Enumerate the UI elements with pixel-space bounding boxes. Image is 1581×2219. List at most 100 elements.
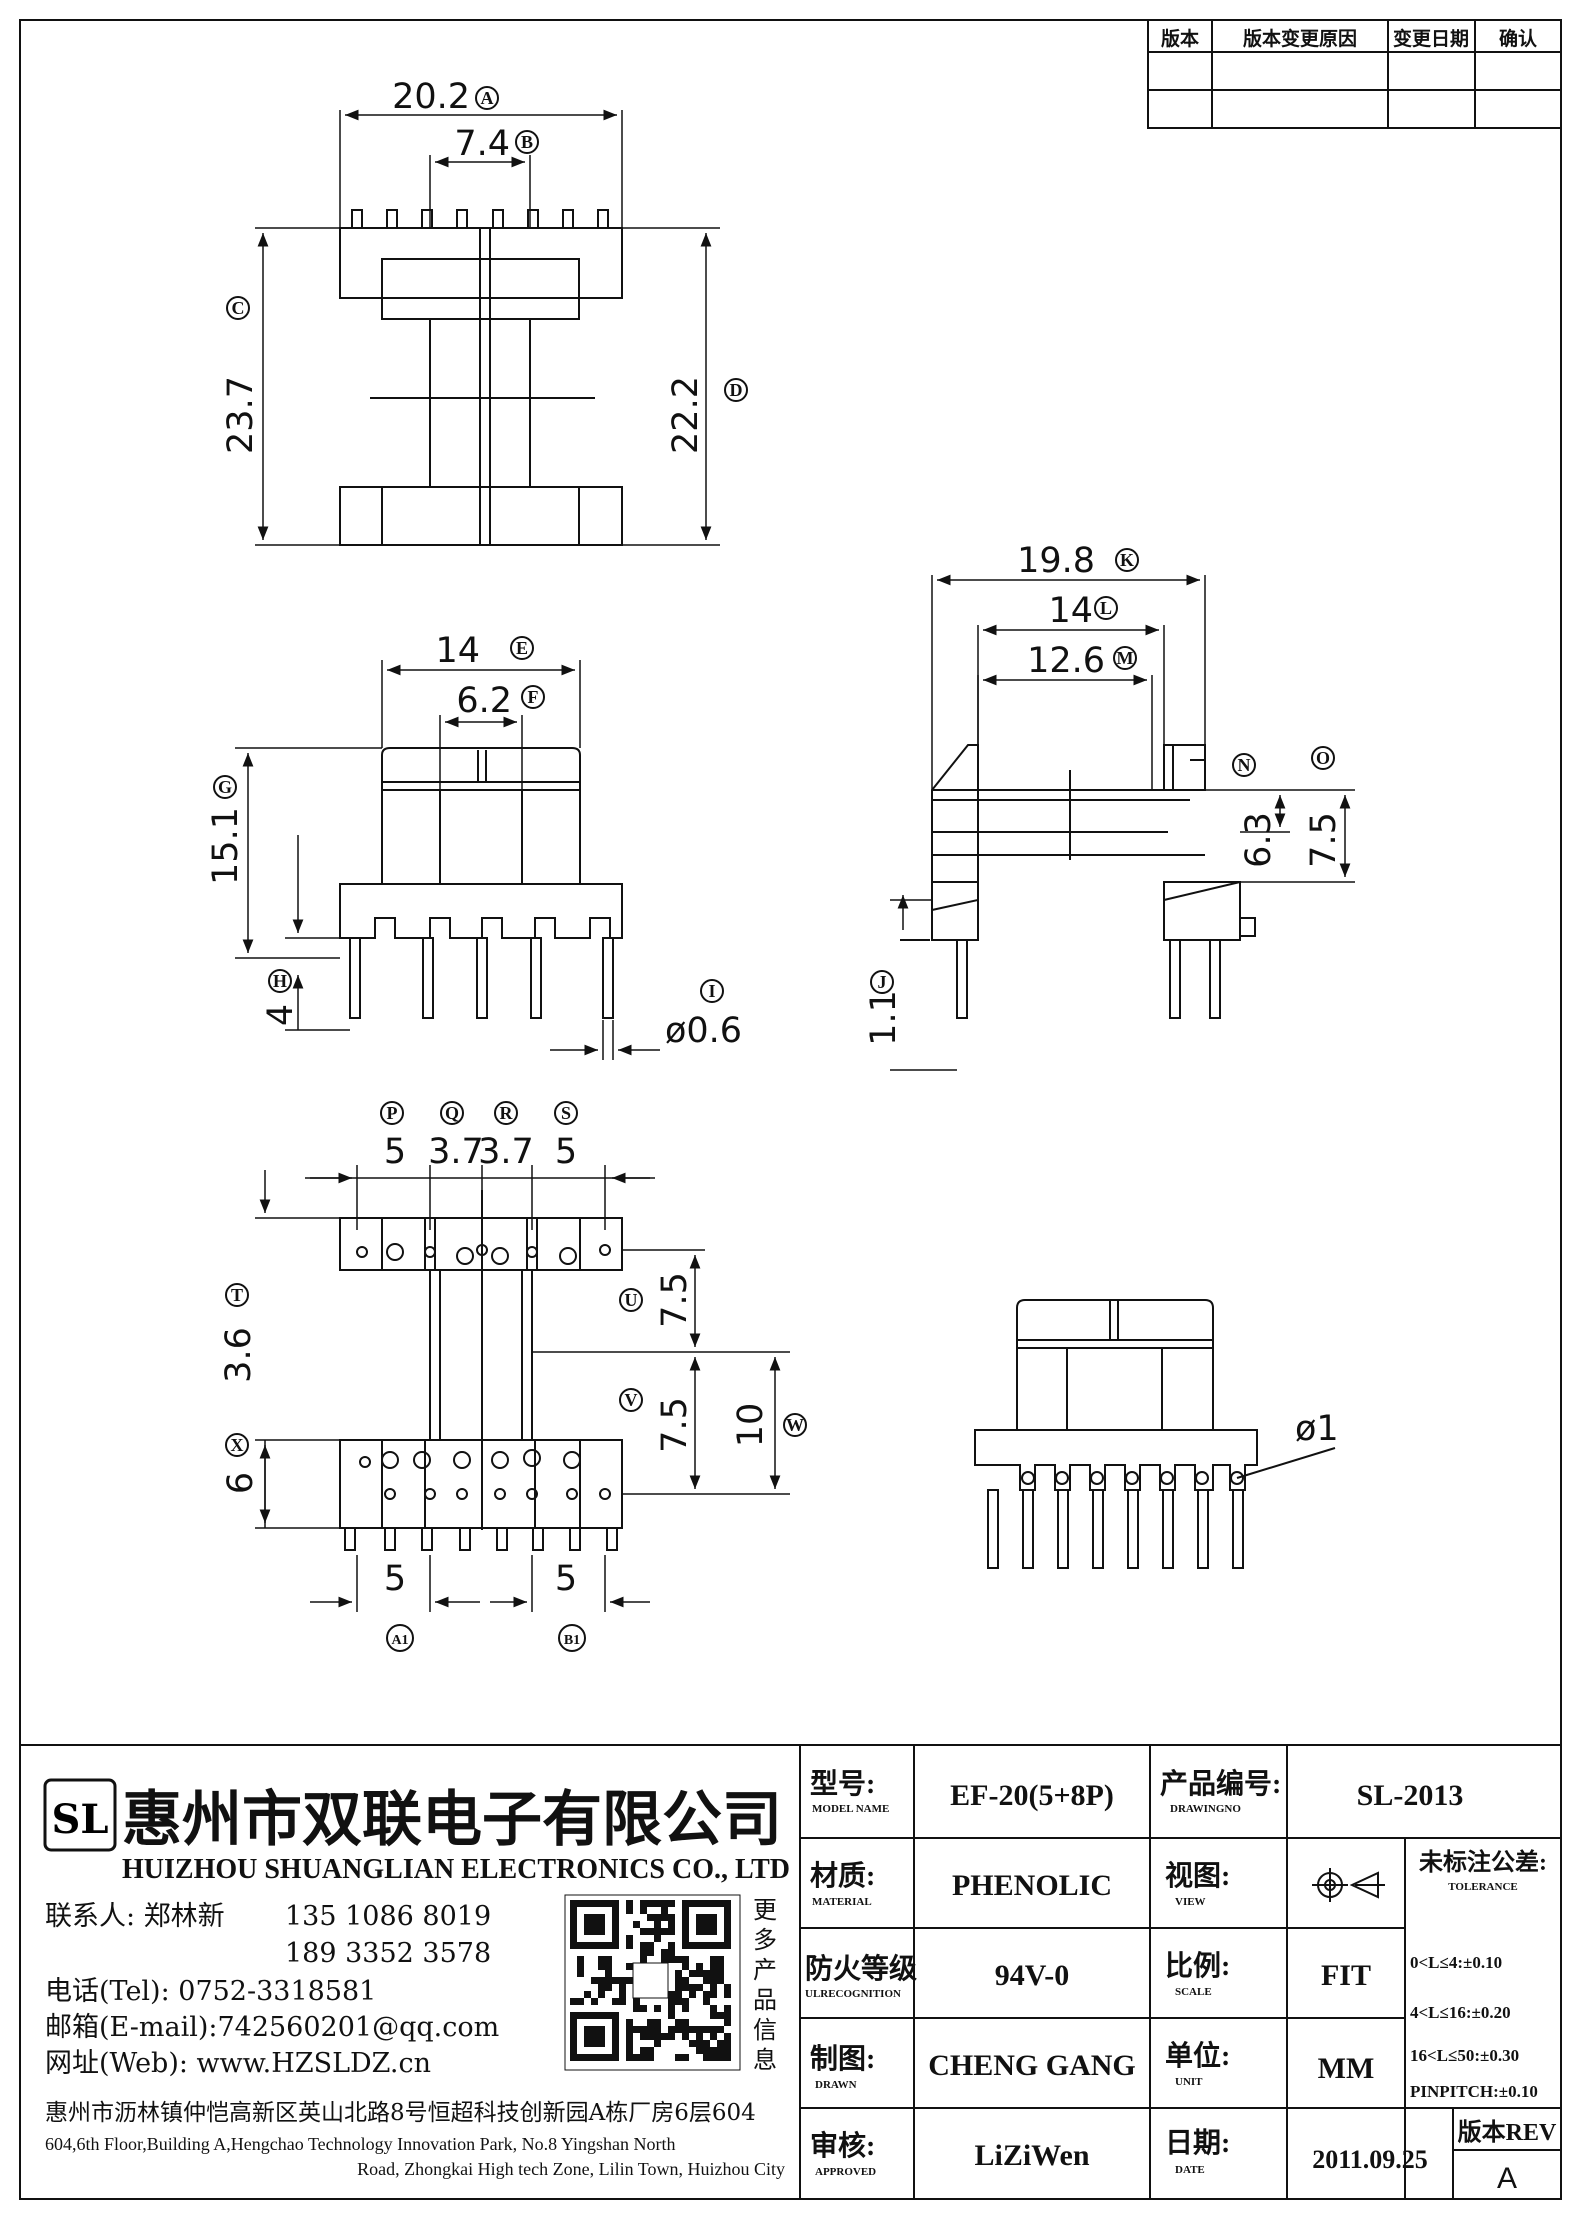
tolerance-2: 4<L≤16:±0.20 bbox=[1410, 2003, 1511, 2022]
contact-phone-2: 189 3352 3578 bbox=[285, 1938, 491, 1969]
marker-d: D bbox=[724, 378, 748, 402]
marker-v: V bbox=[619, 1388, 643, 1412]
dim-a: 20.2 bbox=[392, 77, 470, 117]
rev-header-date: 变更日期 bbox=[1393, 27, 1469, 50]
bottom-view bbox=[339, 1190, 623, 1551]
svg-text:X: X bbox=[231, 1435, 244, 1455]
tolerance-label-en: TOLERANCE bbox=[1448, 1881, 1517, 1893]
svg-text:B: B bbox=[521, 132, 533, 152]
drawing-no-label: 产品编号: bbox=[1160, 1767, 1281, 1800]
svg-text:W: W bbox=[786, 1415, 804, 1435]
approved-value: LiZiWen bbox=[974, 2139, 1089, 2172]
marker-p: P bbox=[380, 1101, 404, 1125]
svg-text:Q: Q bbox=[445, 1103, 459, 1123]
dim-i: ø0.6 bbox=[665, 1011, 742, 1051]
marker-q: Q bbox=[440, 1101, 464, 1125]
model-label: 型号: bbox=[810, 1768, 875, 1800]
scale-value: FIT bbox=[1321, 1959, 1371, 1992]
material-label-en: MATERIAL bbox=[812, 1896, 872, 1908]
date-label: 日期: bbox=[1165, 2127, 1230, 2159]
svg-text:N: N bbox=[1238, 755, 1251, 775]
svg-text:P: P bbox=[387, 1103, 398, 1123]
marker-i: I bbox=[700, 979, 724, 1003]
contact-web: 网址(Web): www.HZSLDZ.cn bbox=[45, 2048, 431, 2079]
scale-label: 比例: bbox=[1165, 1950, 1230, 1982]
tolerance-1: 0<L≤4:±0.10 bbox=[1410, 1953, 1502, 1972]
top-view-dims bbox=[255, 109, 720, 546]
company-logo: SL bbox=[43, 1778, 117, 1852]
rev-header-version: 版本 bbox=[1161, 27, 1199, 50]
scale-label-en: SCALE bbox=[1175, 1986, 1212, 1998]
marker-j: J bbox=[870, 970, 894, 994]
marker-h: H bbox=[268, 969, 292, 993]
fire-label: 防火等级 bbox=[805, 1952, 917, 1985]
dim-u: 7.5 bbox=[655, 1272, 695, 1328]
revision-table bbox=[1147, 19, 1562, 129]
dim-f: 6.2 bbox=[456, 681, 512, 721]
svg-text:多: 多 bbox=[753, 1926, 777, 1954]
bottom-view-dims bbox=[255, 1165, 790, 1612]
fire-value: 94V-0 bbox=[995, 1959, 1069, 1992]
dim-q: 3.7 bbox=[428, 1132, 484, 1172]
unit-value: MM bbox=[1318, 2052, 1375, 2085]
svg-text:S: S bbox=[561, 1103, 571, 1123]
svg-text:T: T bbox=[231, 1285, 243, 1305]
drawing-no-value: SL-2013 bbox=[1357, 1779, 1464, 1812]
marker-k: K bbox=[1115, 548, 1139, 572]
svg-text:F: F bbox=[528, 687, 539, 707]
svg-text:更: 更 bbox=[753, 1896, 777, 1924]
tolerance-4: PINPITCH:±0.10 bbox=[1410, 2082, 1538, 2101]
material-value: PHENOLIC bbox=[952, 1869, 1112, 1902]
address-cn: 惠州市沥林镇仲恺高新区英山北路8号恒超科技创新园A栋厂房6层604 bbox=[45, 2100, 756, 2126]
dim-g: 15.1 bbox=[206, 807, 246, 885]
rev-header-reason: 版本变更原因 bbox=[1243, 27, 1357, 50]
approved-label-en: APPROVED bbox=[815, 2166, 876, 2178]
model-value: EF-20(5+8P) bbox=[950, 1779, 1114, 1812]
dim-v: 7.5 bbox=[655, 1397, 695, 1453]
marker-f: F bbox=[521, 685, 545, 709]
svg-text:I: I bbox=[708, 981, 715, 1001]
dim-b: 7.4 bbox=[454, 124, 510, 164]
contact-tel: 电话(Tel): 0752-3318581 bbox=[45, 1976, 376, 2007]
marker-o: O bbox=[1311, 746, 1335, 770]
contact-label: 联系人: 郑林新 bbox=[45, 1901, 225, 1932]
qr-side-text: 更 多 产 品 信 息 bbox=[753, 1896, 777, 2074]
dim-h: 4 bbox=[261, 1004, 301, 1026]
marker-b: B bbox=[515, 130, 539, 154]
marker-w: W bbox=[783, 1413, 807, 1437]
dim-d: 22.2 bbox=[666, 376, 706, 454]
svg-text:M: M bbox=[1117, 648, 1134, 668]
rev-label: 版本REV bbox=[1458, 2119, 1557, 2146]
company-name-en: HUIZHOU SHUANGLIAN ELECTRONICS CO., LTD bbox=[122, 1854, 790, 1885]
marker-r: R bbox=[494, 1101, 518, 1125]
tolerance-label: 未标注公差: bbox=[1419, 1848, 1547, 1876]
marker-x: X bbox=[225, 1433, 249, 1457]
marker-m: M bbox=[1113, 646, 1137, 670]
dim-w: 10 bbox=[731, 1403, 771, 1448]
drawing-no-label-en: DRAWINGNO bbox=[1170, 1803, 1241, 1815]
dim-e: 14 bbox=[435, 631, 480, 671]
marker-b1: B1 bbox=[558, 1624, 586, 1652]
dim-r: 3.7 bbox=[478, 1132, 534, 1172]
svg-text:息: 息 bbox=[753, 2046, 777, 2074]
marker-a: A bbox=[475, 86, 499, 110]
marker-a1: A1 bbox=[386, 1624, 414, 1652]
marker-e: E bbox=[510, 636, 534, 660]
top-view bbox=[339, 209, 623, 546]
svg-text:V: V bbox=[625, 1390, 638, 1410]
dim-j: 1.1 bbox=[864, 990, 904, 1046]
drawn-label: 制图: bbox=[810, 2043, 875, 2075]
marker-l: L bbox=[1094, 596, 1118, 620]
company-name-cn: 惠州市双联电子有限公司 bbox=[122, 1785, 782, 1855]
contact-email: 邮箱(E-mail):742560201@qq.com bbox=[45, 2012, 499, 2043]
dim-c: 23.7 bbox=[221, 376, 261, 454]
contact-phone-1: 135 1086 8019 bbox=[285, 1901, 491, 1932]
svg-text:J: J bbox=[878, 972, 887, 992]
svg-text:R: R bbox=[500, 1103, 514, 1123]
dim-s: 5 bbox=[555, 1132, 577, 1172]
drawn-label-en: DRAWN bbox=[815, 2079, 857, 2091]
svg-text:产: 产 bbox=[753, 1956, 777, 1984]
svg-text:G: G bbox=[218, 777, 232, 797]
svg-text:SL: SL bbox=[51, 1796, 108, 1843]
